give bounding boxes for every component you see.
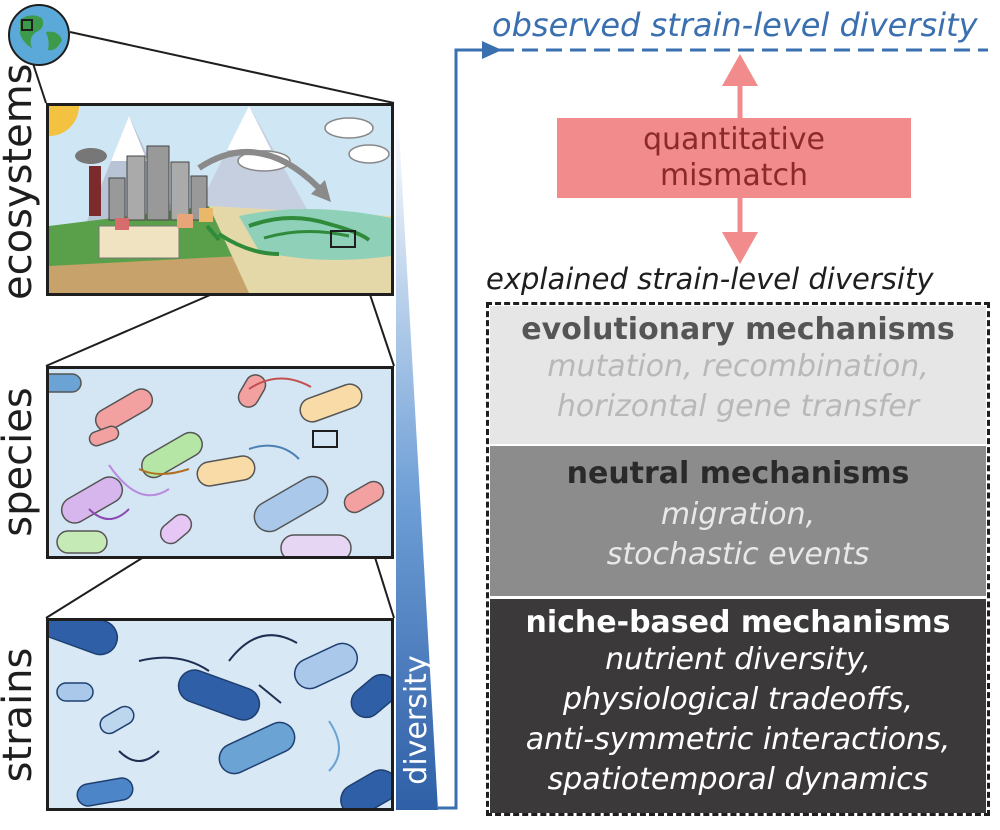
label-diversity: diversity [399, 655, 434, 785]
label-ecosystems: ecosystems [0, 63, 41, 300]
observed-diversity-label: observed strain-level diversity [492, 6, 978, 44]
neutral-mechanisms-box: neutral mechanisms migration, stochastic… [490, 446, 986, 596]
neutral-line: migration, [660, 497, 816, 532]
niche-line: physiological tradeoffs, [562, 682, 914, 717]
mechanisms-dashed-frame [486, 302, 990, 816]
evolutionary-title: evolutionary mechanisms [521, 312, 955, 347]
label-species: species [0, 387, 41, 537]
explained-diversity-label: explained strain-level diversity [486, 262, 934, 296]
niche-line: spatiotemporal dynamics [547, 762, 929, 797]
neutral-line: stochastic events [606, 537, 870, 572]
observed-dashed-line [498, 48, 988, 52]
label-strains: strains [0, 647, 41, 783]
niche-line: nutrient diversity, [605, 642, 871, 677]
niche-mechanisms-box: niche-based mechanisms nutrient diversit… [490, 599, 986, 813]
niche-line: anti-symmetric interactions, [525, 722, 951, 757]
niche-title: niche-based mechanisms [525, 605, 951, 640]
quantitative-mismatch-box: quantitative mismatch [557, 118, 911, 198]
neutral-title: neutral mechanisms [566, 456, 910, 491]
species-panel [46, 366, 394, 559]
strains-panel [46, 618, 394, 811]
evolutionary-line: mutation, recombination, [547, 349, 929, 384]
ecosystem-panel [46, 103, 394, 296]
evolutionary-line: horizontal gene transfer [556, 389, 920, 424]
evolutionary-mechanisms-box: evolutionary mechanisms mutation, recomb… [490, 306, 986, 444]
mismatch-line-2: mismatch [659, 158, 809, 193]
mismatch-line-1: quantitative [642, 122, 825, 157]
globe-icon [6, 2, 72, 68]
diversity-wedge [396, 41, 502, 810]
